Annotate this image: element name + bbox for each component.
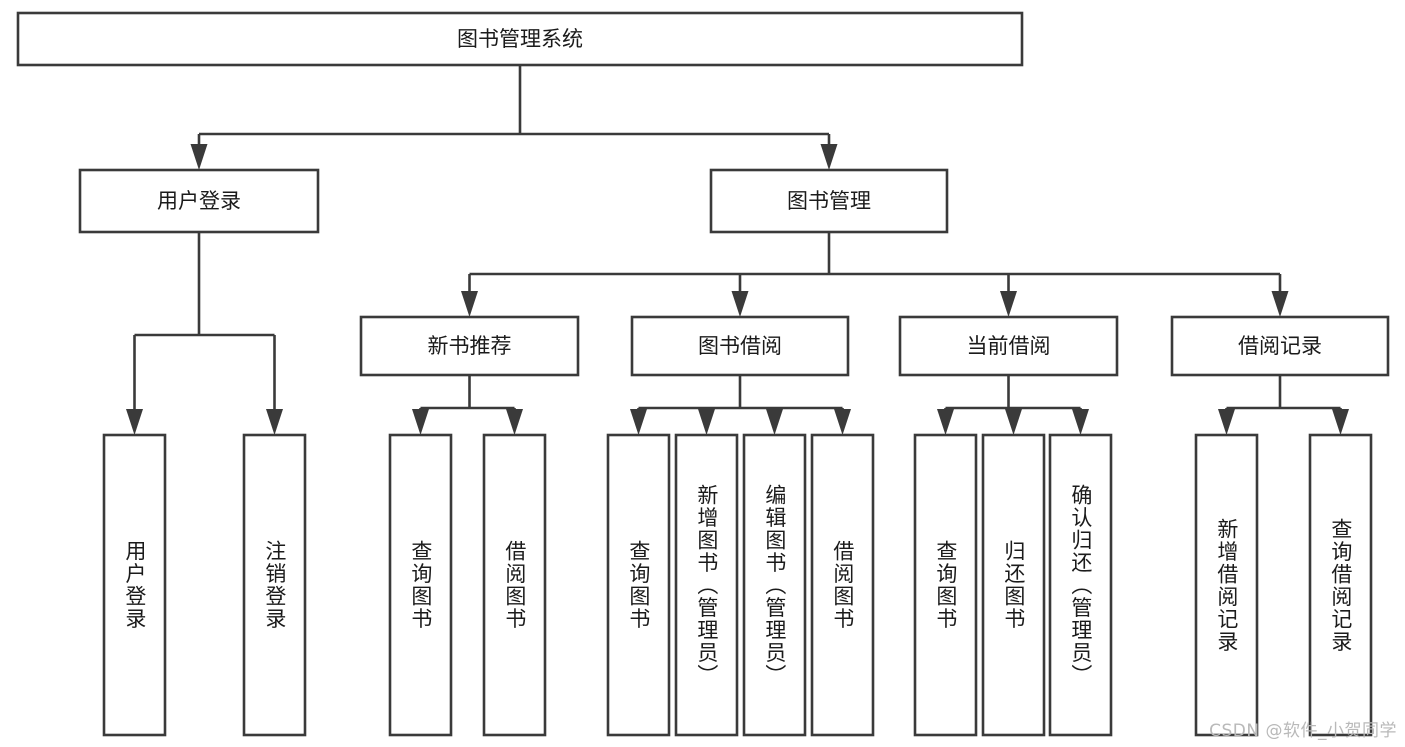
node-box-leaf-query-book-2[interactable]	[606, 433, 671, 737]
arrow-head-icon	[820, 144, 838, 170]
node-box-borrow-record[interactable]	[1170, 315, 1390, 377]
node-label-borrow-record: 借阅记录	[1238, 334, 1322, 358]
arrow-head-icon	[1218, 409, 1235, 435]
node-label-new-book-recommend: 新书推荐	[428, 334, 512, 358]
node-label-book-borrow: 图书借阅	[698, 334, 782, 358]
node-box-leaf-borrow-book-2[interactable]	[810, 433, 875, 737]
node-box-leaf-user-logout[interactable]	[242, 433, 307, 737]
node-box-leaf-query-book-3[interactable]	[913, 433, 978, 737]
node-box-leaf-borrow-book-1[interactable]	[482, 433, 547, 737]
node-label-current-borrow: 当前借阅	[967, 334, 1051, 358]
arrow-head-icon	[937, 409, 954, 435]
node-box-leaf-confirm-return[interactable]	[1048, 433, 1113, 737]
node-box-leaf-edit-book[interactable]	[742, 433, 807, 737]
arrow-head-icon	[698, 409, 715, 435]
arrow-head-icon	[461, 291, 478, 317]
arrow-head-icon	[834, 409, 851, 435]
node-label-book-manage: 图书管理	[787, 189, 871, 213]
node-box-book-manage[interactable]	[709, 168, 949, 234]
arrow-head-icon	[506, 409, 523, 435]
arrow-head-icon	[190, 144, 208, 170]
node-label-user-login: 用户登录	[157, 189, 241, 213]
node-box-leaf-add-record[interactable]	[1194, 433, 1259, 737]
node-box-leaf-add-book[interactable]	[674, 433, 739, 737]
arrow-head-icon	[1332, 409, 1349, 435]
node-box-root[interactable]	[16, 11, 1024, 67]
node-box-current-borrow[interactable]	[898, 315, 1119, 377]
arrow-head-icon	[126, 409, 143, 435]
arrow-head-icon	[1072, 409, 1089, 435]
csdn-watermark: CSDN @软件_小贺同学	[1209, 721, 1397, 741]
node-box-book-borrow[interactable]	[630, 315, 850, 377]
arrow-head-icon	[1271, 291, 1289, 317]
node-box-user-login[interactable]	[78, 168, 320, 234]
node-box-new-book-recommend[interactable]	[359, 315, 580, 377]
boxes-layer	[16, 11, 1390, 737]
node-box-leaf-user-login[interactable]	[102, 433, 167, 737]
node-label-root: 图书管理系统	[457, 27, 583, 51]
arrow-head-icon	[412, 409, 429, 435]
node-box-leaf-query-record[interactable]	[1308, 433, 1373, 737]
arrow-head-icon	[266, 409, 283, 435]
arrow-head-icon	[731, 291, 749, 317]
arrow-head-icon	[766, 409, 783, 435]
arrow-head-icon	[630, 409, 647, 435]
arrow-head-icon	[1005, 409, 1022, 435]
node-box-leaf-return-book[interactable]	[981, 433, 1046, 737]
connectors-layer	[126, 65, 1349, 435]
arrow-head-icon	[1000, 291, 1017, 317]
node-box-leaf-query-book-1[interactable]	[388, 433, 453, 737]
